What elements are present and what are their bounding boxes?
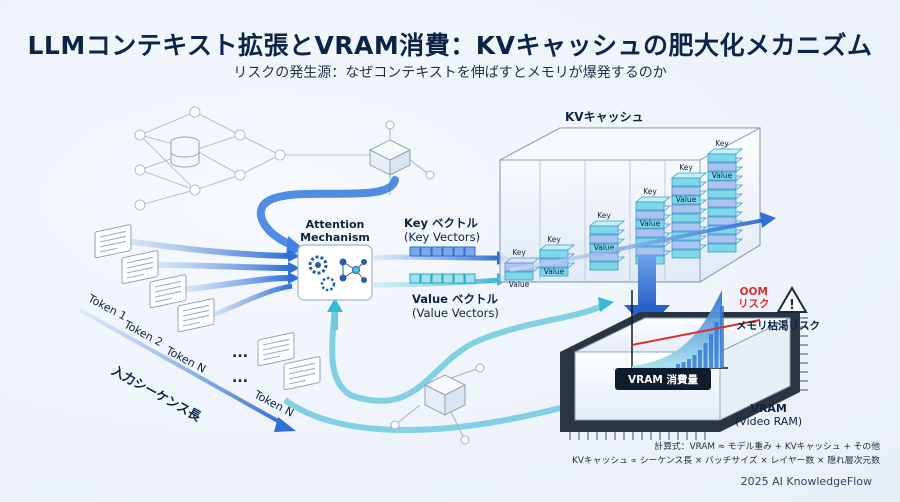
token-flow-arrows <box>119 237 300 321</box>
oom-line2: リスク <box>738 298 770 310</box>
token-to-vram-flow <box>283 397 591 433</box>
oom-risk-label: OOM リスク <box>738 286 770 310</box>
token-document-icon <box>257 332 295 367</box>
key-text: Key <box>715 139 729 148</box>
key-text: Key <box>597 211 611 220</box>
usage-bar <box>687 359 691 368</box>
value-block <box>634 196 672 211</box>
usage-bar <box>698 350 702 368</box>
kv-cache-container: KeyValueKeyValueKeyValueKeyValueKeyValue… <box>499 127 776 289</box>
attention-label: Attention Mechanism <box>300 218 370 244</box>
attention-feedback-flow <box>329 302 607 404</box>
value-vector-sub: (Value Vectors) <box>412 306 499 320</box>
value-block <box>706 148 744 163</box>
value-text: Value <box>544 267 565 276</box>
key-text: Key <box>512 248 526 257</box>
vram-line1: VRAM <box>750 402 787 415</box>
key-text: Key <box>547 235 561 244</box>
value-text: Value <box>594 243 615 252</box>
value-vector-label: Value ベクトル (Value Vectors) <box>412 292 499 320</box>
key-text: Key <box>679 163 693 172</box>
key-vector-label: Key ベクトル (Key Vectors) <box>404 216 480 244</box>
neural-network-icon <box>134 106 370 211</box>
key-text: Key <box>643 187 657 196</box>
key-vector-blocks <box>409 246 476 257</box>
kv-cache-label: KVキャッシュ <box>565 110 644 124</box>
kv-cache-stacks: KeyValueKeyValueKeyValueKeyValueKeyValue… <box>503 139 744 289</box>
token-document-icon <box>177 298 215 333</box>
value-text: Value <box>676 195 697 204</box>
token-document-icon <box>94 224 132 259</box>
svg-text:!: ! <box>789 298 795 313</box>
usage-bar <box>714 322 719 368</box>
value-text: Value <box>640 219 661 228</box>
server-stack-icon-top <box>368 120 435 195</box>
formula-block: 計算式：VRAM ≈ モデル重み + KVキャッシュ + その他 KVキャッシュ… <box>500 440 880 468</box>
page-subtitle: リスクの発生源：なぜコンテキストを伸ばすとメモリが爆発するのか <box>233 65 667 81</box>
token-label: ... <box>232 370 248 386</box>
usage-bar <box>709 334 713 368</box>
key-vector-arrow <box>371 246 510 265</box>
formula-line1: 計算式：VRAM ≈ モデル重み + KVキャッシュ + その他 <box>654 442 880 452</box>
value-vector-title: Value ベクトル <box>412 292 498 306</box>
page-title: LLMコンテキスト拡張とVRAM消費：KVキャッシュの肥大化メカニズム <box>27 31 873 60</box>
value-block <box>588 220 626 235</box>
vram-usage-chart <box>631 290 761 369</box>
token-document-icon <box>121 250 159 285</box>
usage-bar <box>703 343 708 368</box>
token-document-icon <box>149 274 187 309</box>
formula-line2: KVキャッシュ ∝ シーケンス長 × バッチサイズ × レイヤー数 × 隠れ層次… <box>572 456 880 466</box>
oom-line1: OOM <box>739 286 768 298</box>
value-block <box>670 172 708 187</box>
value-vector-blocks <box>409 273 476 284</box>
token-documents <box>94 224 321 391</box>
credit-text: 2025 AI KnowledgeFlow <box>740 475 872 488</box>
value-text: Value <box>509 280 530 289</box>
usage-bar <box>720 306 724 368</box>
usage-bar <box>692 355 697 368</box>
memory-exhaustion-label: メモリ枯渇リスク <box>736 320 820 332</box>
token-document-icon <box>283 356 321 391</box>
vram-line2: (Video RAM) <box>735 415 803 428</box>
key-vector-sub: (Key Vectors) <box>404 230 481 244</box>
key-vector-title: Key ベクトル <box>404 216 479 230</box>
usage-bar <box>676 364 680 368</box>
token-label: ... <box>232 345 248 361</box>
value-vector-arrow <box>371 273 510 288</box>
vram-consumption-label: VRAM 消費量 <box>628 374 698 386</box>
warning-icon: ! <box>776 286 808 313</box>
gear-icon <box>308 255 328 275</box>
attention-label-line1: Attention <box>305 218 365 231</box>
value-text: Value <box>712 171 733 180</box>
attention-label-line2: Mechanism <box>300 231 370 244</box>
network-to-attention-arrow <box>256 176 399 249</box>
sequence-length-axis <box>79 308 296 432</box>
network-mini-icon <box>339 258 367 283</box>
server-stack-icon-bottom <box>390 363 485 445</box>
oom-threshold-line <box>631 319 761 346</box>
value-block <box>538 244 576 259</box>
database-icon <box>170 136 200 168</box>
usage-bar <box>681 362 686 368</box>
vram-label: VRAM (Video RAM) <box>735 402 802 428</box>
attention-box <box>297 244 373 301</box>
